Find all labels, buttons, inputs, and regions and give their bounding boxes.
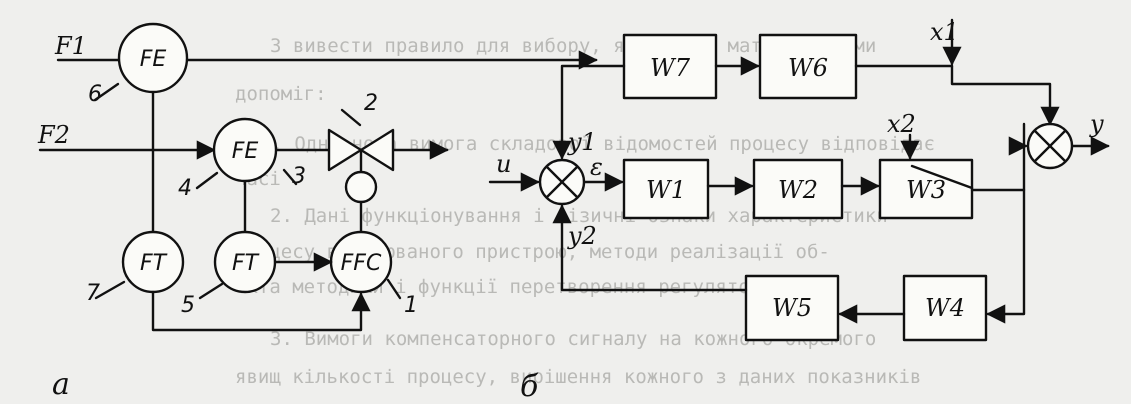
block-w4 xyxy=(902,274,988,342)
block-w2 xyxy=(752,158,844,220)
leader-6 xyxy=(93,82,120,102)
number-7: 7 xyxy=(86,281,100,306)
background-line: процесу вимірюваного пристрою, методи ре… xyxy=(235,241,830,263)
ft-left-label: FT xyxy=(140,251,168,276)
background-line: 2. Дані функціонування і фізичні ознаки … xyxy=(270,205,888,227)
number-6: 6 xyxy=(88,82,102,107)
leader-5 xyxy=(198,282,224,300)
caption-a: а xyxy=(52,367,70,402)
y1-label: y1 xyxy=(567,128,597,156)
number-2: 2 xyxy=(364,91,378,116)
valve-actuator-icon xyxy=(344,170,378,204)
fe-second-circle xyxy=(212,117,278,183)
fe-main-label: FE xyxy=(140,47,167,72)
number-5: 5 xyxy=(181,293,195,318)
top-branch-to-sum2 xyxy=(950,64,1060,126)
ft-mid-label: FT xyxy=(232,251,260,276)
to-w4-line xyxy=(986,188,1026,324)
fe-second-label: FE xyxy=(232,139,259,164)
block-w1 xyxy=(622,158,710,220)
number-3: 3 xyxy=(292,164,306,189)
fe-main-circle xyxy=(117,22,189,94)
leader-1 xyxy=(386,278,402,300)
block-w3-label: W3 xyxy=(906,176,946,204)
e-label: ε xyxy=(590,153,603,181)
block-w6 xyxy=(758,33,858,100)
f1-label: F1 xyxy=(54,32,87,60)
caption-b: б xyxy=(520,369,539,404)
background-line: явищ кількості процесу, вирішення кожног… xyxy=(235,366,921,388)
background-line: допоміг: xyxy=(235,83,327,105)
w3-diagonal xyxy=(910,164,974,190)
u-label: u xyxy=(496,150,511,178)
summing-junction-1-cross xyxy=(545,165,579,199)
y2-feedback-line xyxy=(552,204,748,292)
block-w5-label: W5 xyxy=(772,294,812,322)
y2-label: y2 xyxy=(567,222,597,250)
diagram-b: u ε W7 W6 x1 y1 W1 W2 W3 x2 xyxy=(488,18,1110,404)
y-label: y xyxy=(1089,110,1104,138)
w3-output-line xyxy=(970,122,1026,192)
x2-label: x2 xyxy=(887,110,916,138)
diagram-a: F1 F2 FE FE FT FT FFC xyxy=(37,22,598,402)
leader-7 xyxy=(94,280,126,300)
block-w6-label: W6 xyxy=(788,54,828,82)
leader-4 xyxy=(195,171,219,190)
f2-label: F2 xyxy=(37,121,70,149)
block-w7-label: W7 xyxy=(650,54,691,82)
leader-2 xyxy=(340,108,362,127)
block-w1-label: W1 xyxy=(646,176,686,204)
number-1: 1 xyxy=(404,293,418,318)
block-w2-label: W2 xyxy=(778,176,818,204)
leader-3 xyxy=(282,168,298,186)
ft-left-to-ffc-line xyxy=(151,290,371,332)
ffc-label: FFC xyxy=(341,251,382,276)
background-line: єкта методики і функції перетворення рег… xyxy=(235,276,773,298)
block-w4-label: W4 xyxy=(925,294,965,322)
block-w5 xyxy=(744,274,840,342)
background-line: 3. Вимоги компенсаторного сигналу на кож… xyxy=(270,328,876,350)
y1-feedback-line xyxy=(552,64,626,160)
background-line: 3 вивести правило для вибору, якщо слід … xyxy=(270,35,876,57)
number-4: 4 xyxy=(178,176,192,201)
summing-junction-2-cross xyxy=(1033,129,1067,163)
x1-label: x1 xyxy=(930,18,959,46)
